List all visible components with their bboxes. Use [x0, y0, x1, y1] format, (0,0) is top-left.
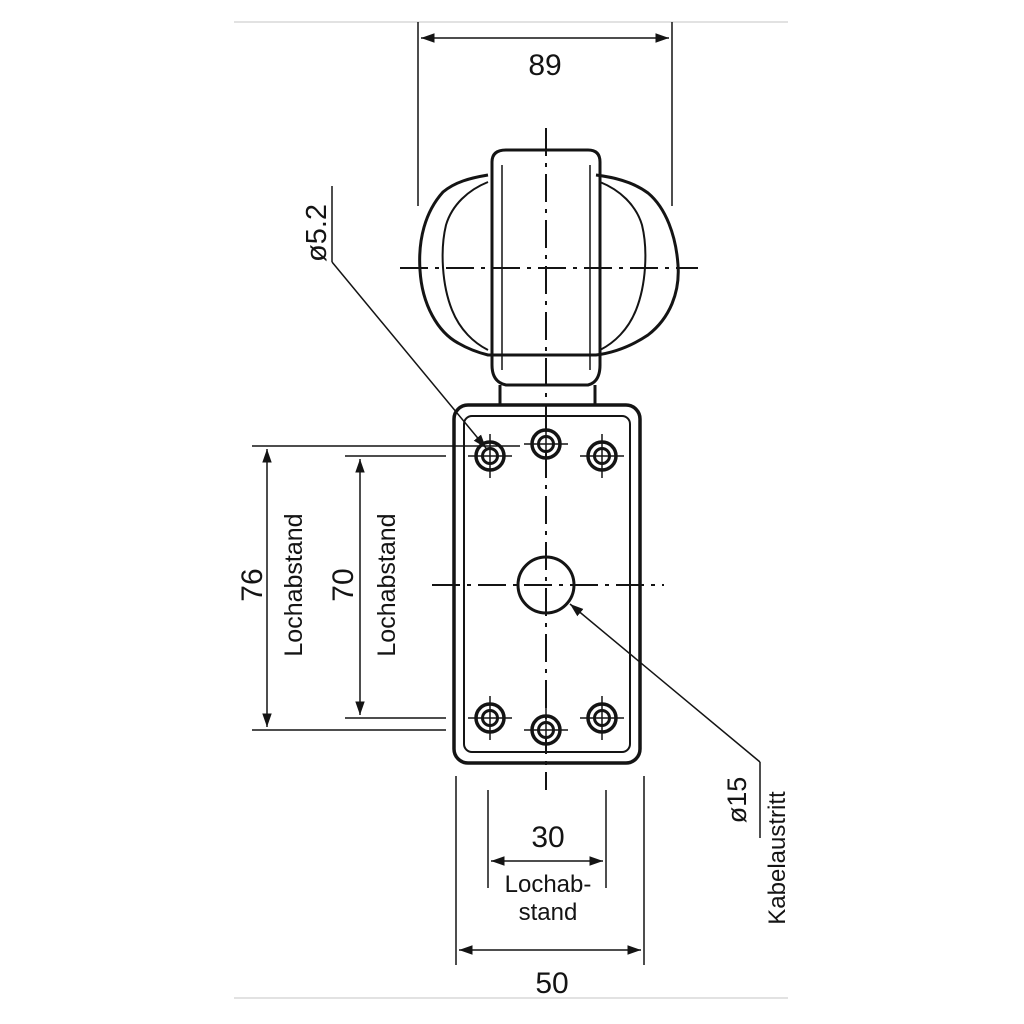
dim-76-caption: Lochabstand [280, 513, 308, 656]
hole-leader-diagonal [331, 261, 487, 449]
lamp-head [418, 148, 680, 405]
lamp-neck [498, 385, 597, 405]
mounting-hole [468, 434, 512, 478]
cable-diameter-label: ø15 [722, 777, 752, 824]
dim-89-label: 89 [528, 49, 561, 82]
mounting-hole [580, 434, 624, 478]
cable-leader-diagonal [569, 603, 761, 763]
dim-70-label: 70 [327, 568, 360, 601]
dim-70-caption: Lochabstand [373, 513, 401, 656]
mounting-hole [524, 708, 568, 752]
dim-76-label: 76 [236, 568, 269, 601]
hole-diameter-label: ø5.2 [301, 204, 333, 262]
dim-50-label: 50 [535, 967, 568, 1000]
dim-30-caption-line2: stand [519, 899, 578, 926]
mounting-holes [468, 422, 624, 752]
dim-30-caption-line1: Lochab- [505, 871, 592, 898]
dim-30-label: 30 [531, 821, 564, 854]
lamp-lens-outline [418, 173, 680, 357]
lamp-inner-ring-left [441, 181, 489, 351]
cable-exit-label: Kabelaustritt [764, 791, 791, 925]
lamp-inner-ring-right [599, 181, 647, 351]
mounting-hole [580, 696, 624, 740]
mounting-hole [468, 696, 512, 740]
mounting-hole [524, 422, 568, 466]
lamp-center-body [490, 148, 602, 387]
